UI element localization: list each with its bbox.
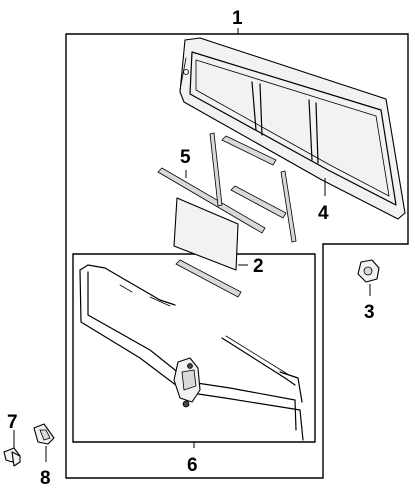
callout-1: 1	[232, 8, 243, 29]
back-window-assembly	[179, 37, 406, 220]
weatherstrip-channels	[157, 132, 297, 243]
assembly-frame	[65, 33, 409, 479]
regulator-box	[72, 253, 316, 443]
callout-2: 2	[253, 256, 264, 277]
callout-6: 6	[187, 455, 198, 476]
callout-8: 8	[40, 468, 51, 489]
sliding-glass	[173, 197, 242, 298]
callout-7: 7	[7, 412, 18, 433]
clip-part	[33, 423, 55, 445]
regulator-assembly	[79, 264, 304, 441]
nut-part	[357, 259, 380, 283]
callout-5: 5	[180, 147, 191, 168]
callout-4: 4	[318, 203, 329, 224]
bolt-part	[3, 447, 21, 467]
callout-3: 3	[364, 302, 375, 323]
